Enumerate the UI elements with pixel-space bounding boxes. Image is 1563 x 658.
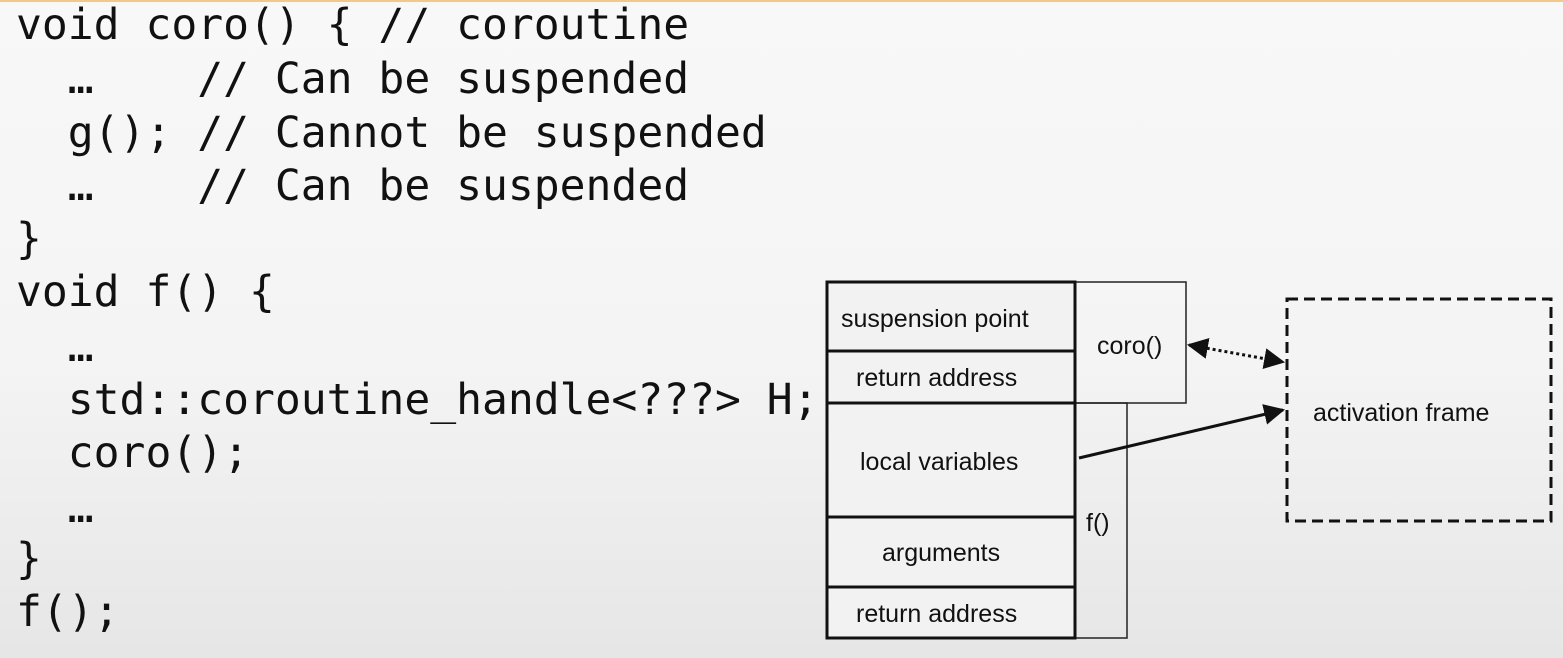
cell-arguments: arguments <box>882 539 1001 567</box>
code-line: g(); // Cannot be suspended <box>16 108 767 158</box>
code-line: … // Can be suspended <box>16 161 690 211</box>
cell-local-variables: local variables <box>860 448 1019 476</box>
code-line: void coro() { // coroutine <box>16 0 690 50</box>
code-line: … <box>16 322 94 372</box>
handle-pointer-arrow <box>1078 404 1286 460</box>
top-accent-rule <box>0 0 1563 2</box>
stack-column <box>825 280 1077 640</box>
code-line: f(); <box>16 587 120 637</box>
code-line: … // Can be suspended <box>16 54 690 104</box>
code-line: … <box>16 483 94 533</box>
coro-frame-label: coro() <box>1097 332 1163 360</box>
code-line: } <box>16 214 42 264</box>
code-line: std::coroutine_handle<???> H; <box>16 375 819 425</box>
cell-f-return-address: return address <box>856 600 1018 628</box>
code-block: void coro() { // coroutine … // Can be s… <box>16 0 819 650</box>
code-line: void f() { <box>16 267 275 317</box>
cell-suspension-point: suspension point <box>841 305 1029 333</box>
activation-frame-label: activation frame <box>1313 399 1490 427</box>
cell-coro-return-address: return address <box>856 364 1018 392</box>
code-line: coro(); <box>16 428 249 478</box>
f-frame-label: f() <box>1086 509 1110 537</box>
code-line: } <box>16 534 42 584</box>
activation-frame-box <box>1285 297 1553 523</box>
coro-activation-link-arrow <box>1186 338 1286 369</box>
